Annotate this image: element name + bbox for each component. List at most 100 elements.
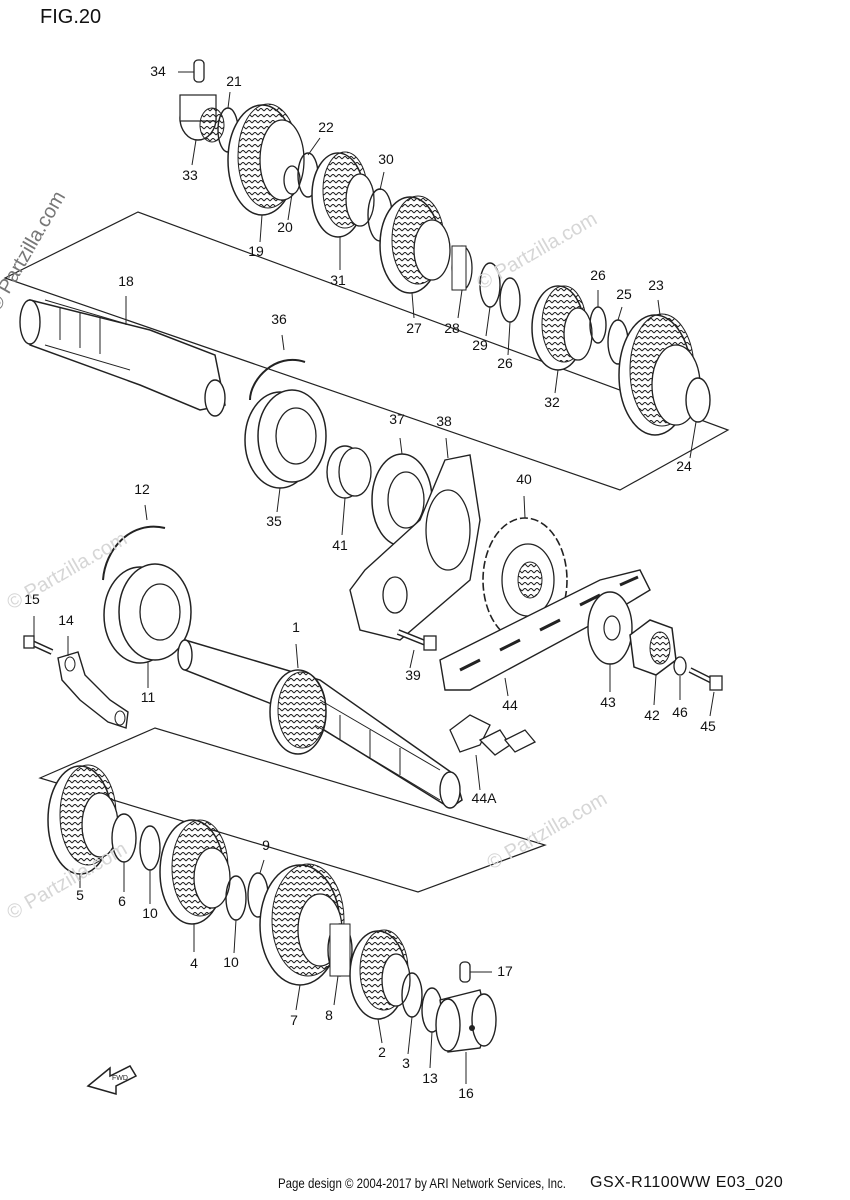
callout-label-41[interactable]: 41: [332, 537, 348, 553]
part-38-plate[interactable]: [349, 454, 481, 641]
part-34-pin[interactable]: [193, 59, 205, 83]
callout-label-8[interactable]: 8: [325, 1007, 333, 1023]
callout-label-35[interactable]: 35: [266, 513, 282, 529]
callout-leader-44: [504, 677, 509, 697]
part-19-gear[interactable]: [227, 103, 305, 216]
part-41-spacer[interactable]: [326, 445, 372, 499]
callout-label-34[interactable]: 34: [150, 63, 166, 79]
callout-leader-9: [259, 859, 265, 874]
callout-label-3[interactable]: 3: [402, 1055, 410, 1071]
part-5-gear[interactable]: [47, 764, 119, 875]
callout-label-23[interactable]: 23: [648, 277, 664, 293]
callout-label-37[interactable]: 37: [389, 411, 405, 427]
callout-label-21[interactable]: 21: [226, 73, 242, 89]
callout-leader-21: [227, 91, 231, 109]
part-36-circlip[interactable]: [249, 359, 306, 401]
part-23-gear[interactable]: [618, 313, 701, 436]
part-14-retainer[interactable]: [57, 651, 129, 729]
callout-label-6[interactable]: 6: [118, 893, 126, 909]
part-8-bushing[interactable]: [327, 923, 353, 977]
callout-label-13[interactable]: 13: [422, 1070, 438, 1086]
callout-label-20[interactable]: 20: [277, 219, 293, 235]
figure-title: FIG.20: [40, 6, 102, 28]
callout-label-10[interactable]: 10: [142, 905, 158, 921]
callout-label-16[interactable]: 16: [458, 1085, 474, 1101]
callout-label-9[interactable]: 9: [262, 837, 270, 853]
part-33-bearing[interactable]: [179, 94, 225, 143]
part-43-washer[interactable]: [587, 591, 633, 665]
part-2-gear[interactable]: [349, 929, 411, 1020]
part-10-washer[interactable]: [139, 825, 161, 871]
callout-label-32[interactable]: 32: [544, 394, 560, 410]
callout-label-2[interactable]: 2: [378, 1044, 386, 1060]
callout-label-31[interactable]: 31: [330, 272, 346, 288]
part-28-bushing[interactable]: [451, 245, 473, 291]
callout-label-1[interactable]: 1: [292, 619, 300, 635]
part-15-bolt[interactable]: [23, 635, 54, 655]
callout-label-46[interactable]: 46: [672, 704, 688, 720]
callout-label-24[interactable]: 24: [676, 458, 692, 474]
part-18-countershaft[interactable]: [19, 299, 226, 417]
part-35-bearing[interactable]: [244, 389, 327, 489]
callout-label-45[interactable]: 45: [700, 718, 716, 734]
callout-leader-8: [333, 975, 339, 1006]
callout-leader-10: [233, 919, 237, 954]
part-32-gear[interactable]: [531, 285, 593, 371]
callout-label-22[interactable]: 22: [318, 119, 334, 135]
callout-leader-19: [259, 214, 263, 243]
callout-label-44[interactable]: 44: [502, 697, 518, 713]
callout-label-26[interactable]: 26: [497, 355, 513, 371]
callout-label-4[interactable]: 4: [190, 955, 198, 971]
callout-leader-23: [657, 299, 661, 316]
callout-leader-7: [295, 984, 301, 1011]
callout-label-5[interactable]: 5: [76, 887, 84, 903]
part-26b-circlip[interactable]: [589, 306, 607, 344]
callout-label-26[interactable]: 26: [590, 267, 606, 283]
part-24-bushing[interactable]: [685, 377, 711, 423]
part-44a-joint[interactable]: [449, 714, 537, 756]
callout-leader-27: [411, 292, 415, 319]
part-31-gear[interactable]: [311, 151, 375, 238]
callout-label-19[interactable]: 19: [248, 243, 264, 259]
callout-label-25[interactable]: 25: [616, 286, 632, 302]
part-11-bearing[interactable]: [103, 563, 192, 664]
callout-leader-41: [341, 497, 346, 536]
part-17-pin[interactable]: [459, 961, 471, 983]
callout-label-39[interactable]: 39: [405, 667, 421, 683]
part-39-bolt[interactable]: [396, 629, 437, 651]
callout-label-29[interactable]: 29: [472, 337, 488, 353]
part-1-driveshaft[interactable]: [177, 638, 463, 809]
part-27-gear[interactable]: [379, 195, 451, 294]
callout-label-40[interactable]: 40: [516, 471, 532, 487]
callout-label-38[interactable]: 38: [436, 413, 452, 429]
callout-label-30[interactable]: 30: [378, 151, 394, 167]
callout-label-15[interactable]: 15: [24, 591, 40, 607]
part-16-bearing[interactable]: [435, 989, 497, 1053]
callout-label-11[interactable]: 11: [141, 689, 156, 705]
callout-leader-42: [653, 674, 657, 706]
callout-label-27[interactable]: 27: [406, 320, 422, 336]
callout-leader-13: [429, 1031, 433, 1069]
callout-label-12[interactable]: 12: [134, 481, 150, 497]
part-42-nut[interactable]: [629, 619, 677, 676]
callout-label-28[interactable]: 28: [444, 320, 460, 336]
part-10b-washer[interactable]: [225, 875, 247, 921]
callout-label-14[interactable]: 14: [58, 612, 74, 628]
part-12-circlip[interactable]: [102, 525, 166, 581]
callout-label-18[interactable]: 18: [118, 273, 134, 289]
callout-label-10[interactable]: 10: [223, 954, 239, 970]
callout-label-44a[interactable]: 44A: [472, 790, 498, 806]
callout-label-17[interactable]: 17: [497, 963, 513, 979]
callout-label-42[interactable]: 42: [644, 707, 660, 723]
footer-model-code: GSX-R1100WW E03_020: [590, 1174, 784, 1191]
callout-leader-29: [485, 306, 491, 337]
callout-label-33[interactable]: 33: [182, 167, 198, 183]
part-45-bolt[interactable]: [688, 667, 723, 691]
callout-label-7[interactable]: 7: [290, 1012, 298, 1028]
part-4-gear[interactable]: [159, 819, 231, 925]
callout-label-36[interactable]: 36: [271, 311, 287, 327]
callout-leader-25: [617, 306, 623, 321]
part-46-washer[interactable]: [673, 656, 687, 676]
callout-label-43[interactable]: 43: [600, 694, 616, 710]
